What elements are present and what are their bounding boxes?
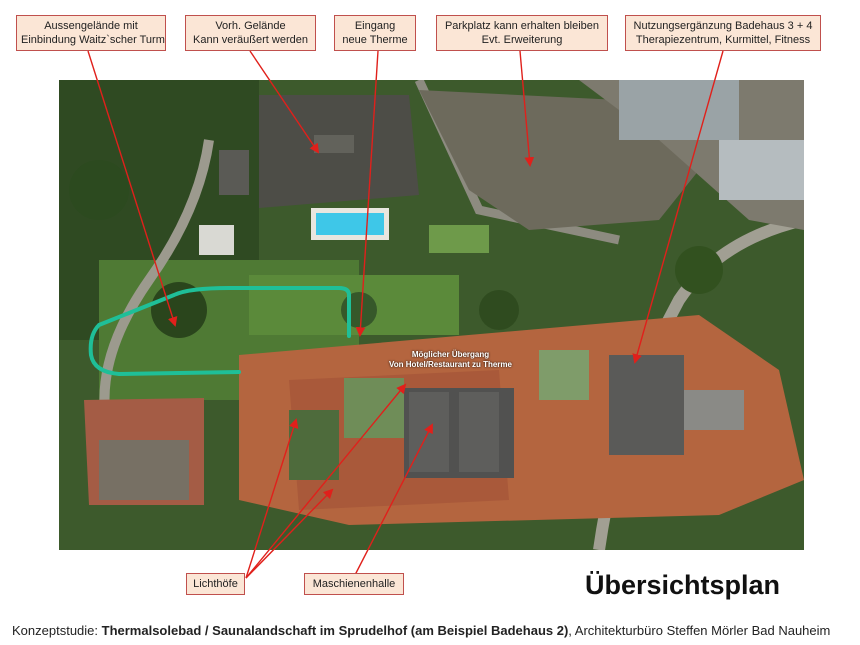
callout-lichthoefe: Lichthöfe: [186, 573, 245, 595]
callout-line: Kann veräußert werden: [193, 34, 308, 46]
callout-eingang: Eingang neue Therme: [334, 15, 416, 51]
aerial-map-graphic: [59, 80, 804, 550]
footer-project: Thermalsolebad / Saunalandschaft im Spru…: [101, 623, 569, 638]
crossing-label-line: Möglicher Übergang: [411, 350, 490, 359]
callout-line: Eingang: [354, 20, 396, 32]
footer-prefix: Konzeptstudie:: [12, 623, 102, 638]
callout-line: Maschienenhalle: [312, 578, 396, 590]
callout-parkplatz: Parkplatz kann erhalten bleiben Evt. Erw…: [436, 15, 608, 51]
callout-aussengelaende: Aussengelände mit Einbindung Waitz`scher…: [16, 15, 166, 51]
callout-line: Aussengelände mit: [44, 20, 138, 32]
callout-line: Parkplatz kann erhalten bleiben: [444, 20, 600, 32]
callout-line: Evt. Erweiterung: [481, 34, 563, 46]
aerial-map: Möglicher Übergang Von Hotel/Restaurant …: [59, 80, 804, 550]
plan-title: Übersichtsplan: [585, 570, 781, 600]
footer-suffix: , Architekturbüro Steffen Mörler Bad Nau…: [568, 623, 831, 638]
callout-line: neue Therme: [342, 34, 408, 46]
footer-caption: Konzeptstudie: Thermalsolebad / Saunalan…: [12, 623, 830, 638]
callout-line: Einbindung Waitz`scher Turm: [21, 34, 165, 46]
callout-maschinenhalle: Maschienenhalle: [304, 573, 404, 595]
callout-line: Lichthöfe: [193, 578, 238, 590]
callout-line: Therapiezentrum, Kurmittel, Fitness: [635, 34, 811, 46]
crossing-label: Möglicher Übergang Von Hotel/Restaurant …: [389, 350, 512, 370]
callout-nutzung: Nutzungsergänzung Badehaus 3 + 4 Therapi…: [625, 15, 821, 51]
callout-line: Vorh. Gelände: [215, 20, 286, 32]
crossing-label-line: Von Hotel/Restaurant zu Therme: [389, 360, 512, 369]
callout-line: Nutzungsergänzung Badehaus 3 + 4: [633, 20, 813, 32]
callout-gelaende: Vorh. Gelände Kann veräußert werden: [185, 15, 316, 51]
